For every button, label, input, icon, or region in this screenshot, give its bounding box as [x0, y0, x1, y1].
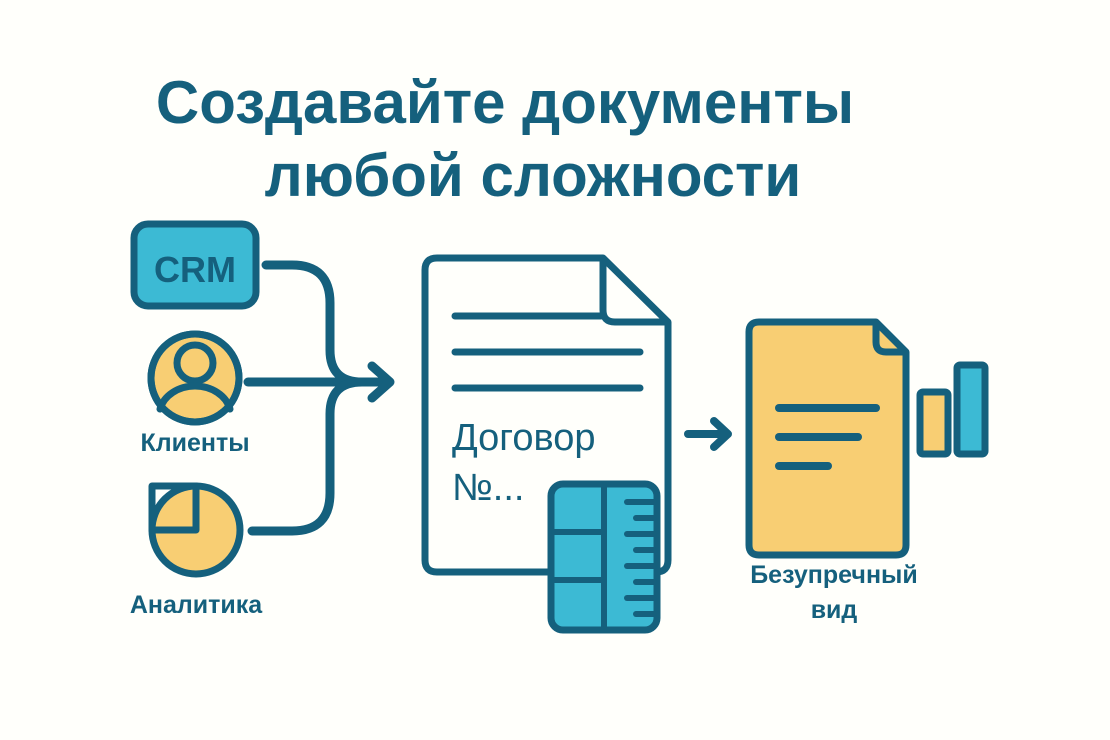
ruler-ticks: [624, 499, 657, 617]
result-label-line-2: вид: [811, 596, 858, 624]
source-analytics[interactable]: Аналитика: [130, 482, 263, 619]
ruler-cells: [551, 529, 605, 583]
analytics-label: Аналитика: [130, 591, 263, 619]
contract-title-line-2: №...: [452, 467, 524, 509]
source-crm[interactable]: CRM: [130, 220, 260, 310]
merge-arrow-icon: [243, 260, 395, 536]
output-arrow-icon: [684, 417, 732, 451]
result-bar-chart: [916, 361, 989, 458]
page-title: Создавайте документы любой сложности: [156, 69, 854, 209]
pie-chart-icon: [148, 482, 244, 578]
source-clients[interactable]: Клиенты: [140, 330, 250, 457]
contract-rule-lines: [451, 312, 644, 392]
crm-label: CRM: [154, 249, 236, 290]
person-avatar-icon: [147, 330, 243, 426]
page-fold-corner-icon: [599, 258, 668, 326]
ruler-icon[interactable]: [547, 480, 661, 634]
result-label-line-1: Безупречный: [750, 561, 918, 589]
title-line-1: Создавайте документы: [156, 69, 854, 136]
result-label: Безупречный вид: [750, 561, 918, 624]
crm-box[interactable]: [130, 220, 260, 310]
title-line-2: любой сложности: [265, 142, 802, 209]
bar-tall: [953, 361, 989, 458]
contract-title-line-1: Договор: [452, 417, 595, 459]
result-fold-corner-icon: [872, 322, 906, 356]
result-document[interactable]: [745, 318, 910, 559]
clients-label: Клиенты: [140, 429, 249, 457]
bar-short: [916, 388, 952, 458]
result-rule-lines: [775, 404, 880, 470]
